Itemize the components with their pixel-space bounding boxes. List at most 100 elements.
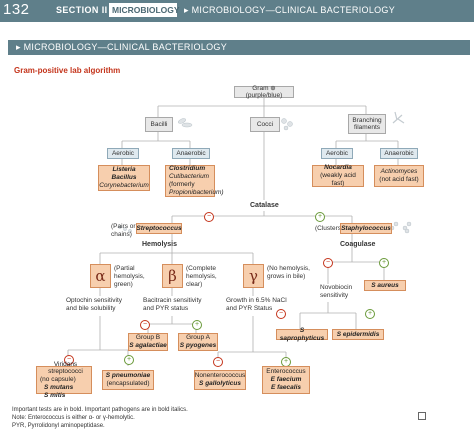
- staphylococcus-box: Staphylococcus: [340, 223, 392, 234]
- footnote-1: Important tests are in bold. Important p…: [12, 407, 188, 413]
- s-aureus-box: S aureus: [364, 280, 406, 291]
- nacl-negative-sign: −: [213, 357, 223, 367]
- actinomyces-box: Actinomyces (not acid fast): [374, 165, 424, 187]
- bacitracin-sensitive-sign: +: [192, 320, 202, 330]
- footnote-3: PYR, Pyrrolidonyl aminopeptidase.: [12, 423, 105, 429]
- subject-label: MICROBIOLOGY: [112, 5, 180, 15]
- encapsulated-label: (encapsulated): [106, 380, 150, 387]
- listeria-label: Listeria: [112, 166, 136, 174]
- bacilli-aerobic-node: Aerobic: [107, 148, 139, 159]
- bacilli-anaerobic-node: Anaerobic: [172, 148, 210, 159]
- optochin-resistant-sign: −: [64, 355, 74, 365]
- filaments-anaerobic-node: Anaerobic: [380, 148, 418, 159]
- formerly-label: (formerly: [169, 181, 195, 188]
- filaments-aerobic-node: Aerobic: [321, 148, 353, 159]
- alpha-hemolysis-symbol: α: [90, 264, 111, 288]
- gamma-hemolysis-symbol: γ: [243, 264, 264, 288]
- hemolysis-test: Hemolysis: [142, 241, 178, 248]
- clusters-note: (Clusters): [315, 225, 344, 232]
- optochin-sensitive-sign: +: [124, 355, 134, 365]
- coagulase-negative-sign: −: [323, 258, 333, 268]
- bacitracin-test: Bacitracin sensitivity and PYR status: [143, 297, 202, 313]
- optochin-line1: Optochin sensitivity: [66, 297, 122, 304]
- pneumoniae-box: S pneumoniae (encapsulated): [102, 370, 154, 390]
- branching-line1: Branching: [352, 116, 382, 124]
- gamma-description: (No hemolysis, grows in bile): [267, 265, 310, 281]
- beta-desc-line2: hemolysis,: [186, 272, 217, 280]
- coagulase-positive-sign: +: [379, 258, 389, 268]
- optochin-test: Optochin sensitivity and bile solubility: [66, 297, 122, 313]
- nacl-growth-test: Growth in 6.5% NaCl and PYR Status: [226, 297, 287, 313]
- breadcrumb: ▸ MICROBIOLOGY—CLINICAL BACTERIOLOGY: [184, 5, 396, 15]
- enterococcus-box: Enterococcus E faecium E faecalis: [262, 366, 310, 394]
- alpha-description: (Partial hemolysis, green): [114, 265, 145, 288]
- actinomyces-note: (not acid fast): [379, 176, 419, 183]
- page-header: 132 SECTION II MICROBIOLOGY ▸ MICROBIOLO…: [0, 0, 474, 22]
- s-mutans-label: S mutans: [44, 383, 74, 391]
- s-agalactiae-label: S agalactiae: [129, 342, 167, 349]
- streptococcus-label: Streptococcus: [136, 224, 182, 232]
- gram-positive-root: Gram ⊕ (purple/blue): [234, 85, 294, 99]
- branching-line2: filaments: [353, 124, 380, 131]
- beta-desc-line1: (Complete: [186, 265, 216, 272]
- group-a-label: Group A: [186, 334, 210, 342]
- beta-hemolysis-symbol: β: [162, 264, 183, 288]
- novobiocin-line2: sensitivity: [320, 291, 349, 299]
- nocardia-note: (weakly acid fast): [320, 172, 356, 187]
- actinomyces-label: Actinomyces: [380, 168, 418, 176]
- nacl-line1: Growth in 6.5% NaCl: [226, 297, 287, 304]
- pairs-chains-note: (Pairs or chains): [111, 223, 136, 239]
- catalase-negative-sign: −: [204, 212, 214, 222]
- corynebacterium-label: Corynebacterium: [99, 181, 149, 189]
- nonenterococcus-box: Nonenterococcus S gallolyticus: [194, 370, 246, 390]
- streptococcus-box: Streptococcus: [136, 223, 182, 234]
- page-number: 132: [3, 1, 30, 18]
- nacl-line2: and PYR Status: [226, 304, 273, 312]
- staphylococcus-label: Staphylococcus: [341, 224, 391, 232]
- footnote-2: Note: Enterococcus is either α- or γ-hem…: [12, 415, 135, 421]
- beta-desc-line3: clear): [186, 280, 203, 288]
- listeria-box: Listeria Bacillus Corynebacterium: [98, 165, 150, 191]
- pairs-line1: (Pairs or: [111, 223, 136, 230]
- coagulase-test: Coagulase: [340, 241, 376, 248]
- s-gallolyticus-label: S gallolyticus: [199, 380, 241, 387]
- optochin-line2: and bile solubility: [66, 304, 116, 312]
- viridans-box: Viridans streptococci (no capsule) S mut…: [36, 361, 92, 399]
- enterococcus-label: Enterococcus: [266, 368, 306, 376]
- e-faecalis-label: E faecalis: [271, 383, 301, 391]
- catalase-test: Catalase: [250, 202, 279, 209]
- corner-icon: [418, 412, 426, 420]
- bacitracin-line2: and PYR status: [143, 304, 189, 312]
- s-mitis-label: S mitis: [44, 391, 66, 399]
- nonenterococcus-label: Nonenterococcus: [194, 372, 246, 380]
- viridans-label: Viridans streptococci: [48, 360, 83, 376]
- s-pneumoniae-label: S pneumoniae: [105, 372, 151, 380]
- alpha-desc-line1: (Partial: [114, 265, 135, 272]
- banner-text: ▸ MICROBIOLOGY—CLINICAL BACTERIOLOGY: [16, 42, 228, 52]
- page-title: Gram-positive lab algorithm: [14, 66, 121, 75]
- section-label: SECTION II: [56, 5, 108, 15]
- beta-description: (Complete hemolysis, clear): [186, 265, 217, 288]
- bacillus-label: Bacillus: [111, 174, 137, 182]
- bacilli-node: Bacilli: [145, 117, 173, 132]
- e-faecium-label: E faecium: [270, 376, 302, 384]
- group-a-box: Group A S pyogenes: [178, 333, 218, 351]
- subject-box: MICROBIOLOGY: [109, 3, 180, 17]
- no-capsule-label: (no capsule): [40, 376, 76, 384]
- gamma-desc-line2: grows in bile): [267, 272, 306, 280]
- s-saprophyticus-box: S saprophyticus: [276, 326, 328, 342]
- s-saprophyticus-label: S saprophyticus: [279, 326, 325, 342]
- alpha-desc-line3: green): [114, 280, 133, 288]
- cutibacterium-label: Cutibacterium: [169, 173, 210, 181]
- nocardia-box: Nocardia (weakly acid fast): [312, 164, 364, 187]
- novobiocin-test: Novobiocin sensitivity: [320, 284, 352, 300]
- clostridium-box: Clostridium Cutibacterium (formerly Prop…: [165, 165, 224, 197]
- s-pyogenes-label: S pyogenes: [179, 342, 217, 349]
- catalase-positive-sign: +: [315, 212, 325, 222]
- bacitracin-line1: Bacitracin sensitivity: [143, 297, 202, 304]
- cocci-node: Cocci: [250, 117, 280, 132]
- alpha-desc-line2: hemolysis,: [114, 272, 145, 280]
- gamma-desc-line1: (No hemolysis,: [267, 265, 310, 272]
- novobiocin-line1: Novobiocin: [320, 284, 353, 291]
- propionibacterium-label: Propionibacterium): [169, 188, 224, 196]
